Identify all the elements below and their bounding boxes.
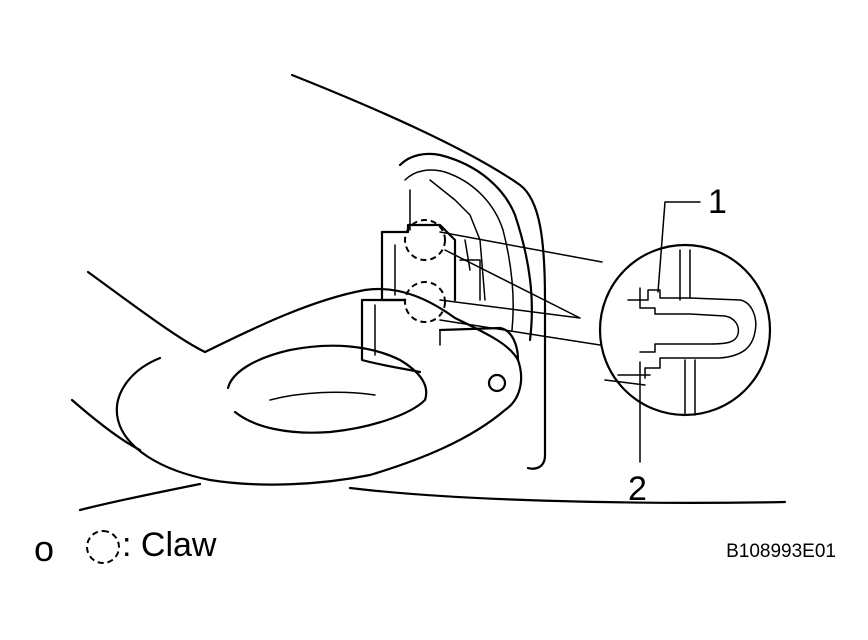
lid-arm-detail <box>374 304 441 356</box>
callout-2: 2 <box>628 470 647 508</box>
figure-code: B108993E01 <box>726 541 836 562</box>
fuel-lid-pin <box>487 373 507 393</box>
fuel-lid-inner <box>226 344 428 434</box>
dashed-circle-icon <box>86 530 120 564</box>
opening-frame <box>398 152 533 342</box>
legend-bullet: o <box>34 528 55 569</box>
fuel-lid-inner-shadow <box>269 391 376 401</box>
opening-detail <box>409 179 486 301</box>
fuel-lid-outer <box>86 270 523 486</box>
claw-marker-upper <box>404 219 446 261</box>
callout-1-leader <box>657 201 701 293</box>
body-panel-lower-edge <box>348 486 787 504</box>
claw-marker-lower <box>404 281 446 323</box>
legend-claw-label: : Claw <box>122 526 217 564</box>
opening-inner-frame <box>404 169 514 331</box>
panel-sweep-line <box>78 482 202 512</box>
fuel-lid-edge-left <box>70 398 142 452</box>
hinge-bracket-detail <box>394 239 481 301</box>
body-panel-edge <box>290 73 547 470</box>
callout-1: 1 <box>708 183 727 221</box>
magnifier-connector <box>439 231 603 346</box>
magnified-claw-detail <box>604 249 757 416</box>
